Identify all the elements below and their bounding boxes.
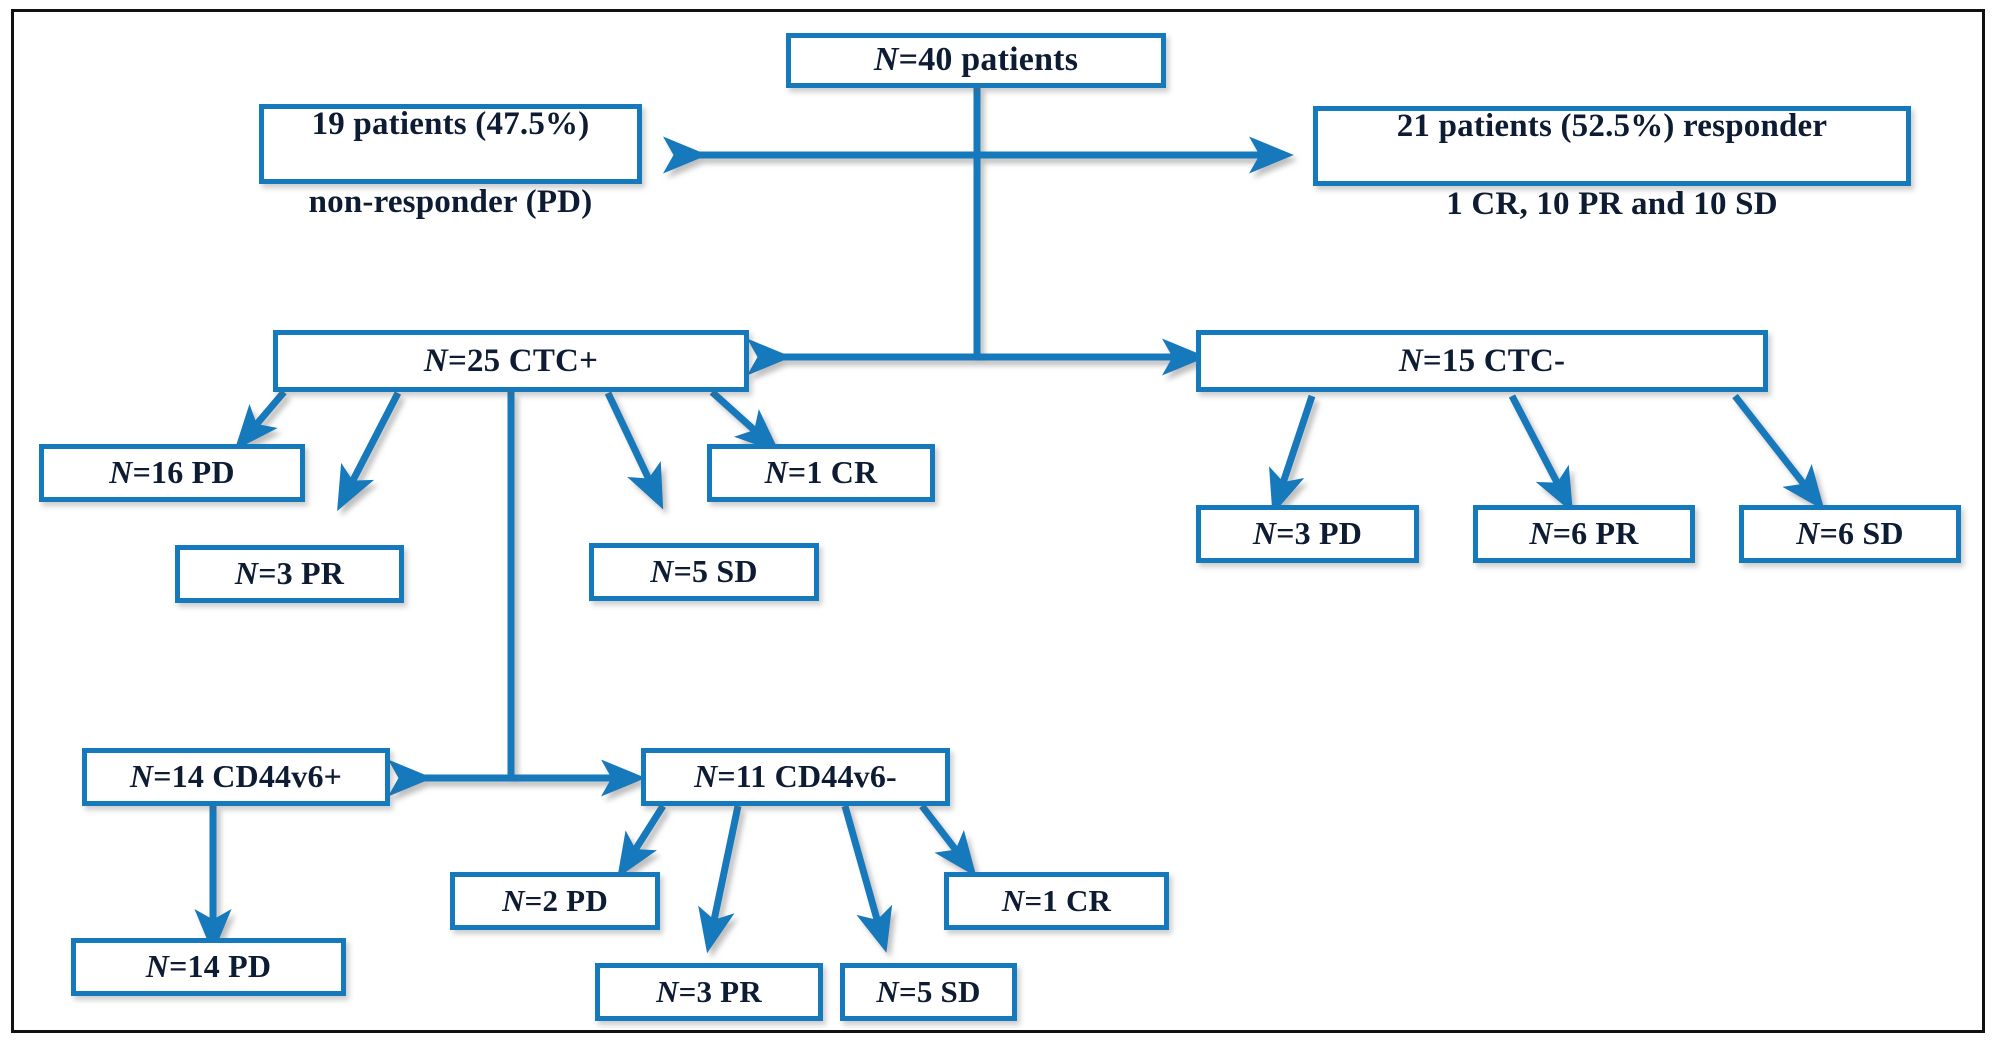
node-label: N=15 CTC- [1398, 342, 1566, 379]
italic-n: N [1398, 342, 1423, 379]
node-ctcneg-sd[interactable]: N=6 SD [1739, 505, 1961, 563]
node-ctcneg-pr[interactable]: N=6 PR [1473, 505, 1695, 563]
node-non-responder[interactable]: 19 patients (47.5%) non-responder (PD) [259, 104, 642, 220]
non-responder-line2: non-responder (PD) [308, 183, 593, 220]
node-label: 19 patients (47.5%) non-responder (PD) [309, 66, 593, 222]
node-ctc-positive[interactable]: N=25 CTC+ [273, 330, 749, 392]
italic-n: N [1529, 515, 1553, 552]
connector-ctcneg-sd [1732, 393, 1825, 511]
node-label: 21 patients (52.5%) responder 1 CR, 10 P… [1397, 68, 1828, 224]
node-ctcneg-pd[interactable]: N=3 PD [1196, 505, 1419, 563]
italic-n: N [764, 454, 788, 491]
node-cd44v6neg-sd[interactable]: N=5 SD [840, 963, 1017, 1021]
node-label: N=16 PD [109, 454, 235, 491]
node-label: N=14 CD44v6+ [129, 758, 343, 795]
connector-ctcpos-pr [337, 391, 402, 512]
node-ctcpos-cr[interactable]: N=1 CR [707, 444, 935, 502]
node-label: N=6 PR [1529, 515, 1639, 552]
connector-cd44v6neg-pr [698, 805, 742, 954]
node-label: N=3 PR [234, 555, 345, 592]
node-label: N=3 PD [1252, 515, 1363, 552]
node-cd44v6neg-pr[interactable]: N=3 PR [595, 963, 823, 1021]
node-label: N=5 SD [876, 973, 981, 1009]
connector-ctcneg-pr [1508, 394, 1573, 514]
connector-cd44v6neg-cr [919, 803, 977, 877]
italic-n: N [694, 758, 718, 795]
italic-n: N [873, 41, 899, 79]
node-n40-patients[interactable]: N=40 patients [786, 33, 1166, 88]
italic-n: N [502, 882, 525, 918]
italic-n: N [1796, 515, 1820, 552]
node-ctcpos-pd[interactable]: N=16 PD [39, 444, 305, 502]
node-cd44v6-negative[interactable]: N=11 CD44v6- [641, 748, 950, 806]
italic-n: N [145, 948, 170, 985]
node-label: N=2 PD [502, 882, 608, 918]
italic-n: N [650, 553, 674, 590]
responder-line1: 21 patients (52.5%) responder [1396, 108, 1828, 145]
italic-n: N [129, 758, 154, 795]
node-cd44v6-positive[interactable]: N=14 CD44v6+ [82, 748, 390, 806]
connector-ctcpos-sd [604, 391, 664, 510]
non-responder-line1: 19 patients (47.5%) [311, 106, 590, 143]
node-ctcpos-pr[interactable]: N=3 PR [175, 545, 404, 603]
italic-n: N [423, 342, 448, 379]
connector-ctcpos-pd [234, 389, 287, 451]
node-responder[interactable]: 21 patients (52.5%) responder 1 CR, 10 P… [1313, 106, 1911, 222]
responder-line2: 1 CR, 10 PR and 10 SD [1446, 185, 1778, 222]
italic-n: N [109, 454, 133, 491]
node-label: N=5 SD [650, 553, 758, 590]
node-cd44v6pos-pd[interactable]: N=14 PD [71, 938, 346, 996]
node-cd44v6neg-cr[interactable]: N=1 CR [944, 872, 1169, 930]
italic-n: N [656, 973, 679, 1009]
connector-cd44v6neg-pd [617, 804, 666, 879]
node-label: N=1 CR [1001, 882, 1112, 918]
connector-ctcpos-cr [709, 389, 780, 453]
node-label: N=25 CTC+ [423, 342, 599, 379]
node-label: N=14 PD [145, 948, 272, 985]
node-label: N=6 SD [1796, 515, 1904, 552]
italic-n: N [876, 973, 900, 1009]
italic-n: N [234, 555, 259, 592]
node-label: N=40 patients [873, 41, 1079, 79]
node-ctc-negative[interactable]: N=15 CTC- [1196, 330, 1768, 392]
connector-ctcneg-pd [1269, 394, 1316, 515]
node-label: N=3 PR [656, 973, 762, 1009]
italic-n: N [1001, 882, 1025, 918]
node-label: N=1 CR [764, 454, 878, 491]
connector-cd44v6neg-sd [841, 805, 893, 953]
node-label: N=11 CD44v6- [694, 758, 897, 795]
node-ctcpos-sd[interactable]: N=5 SD [589, 543, 819, 601]
node-cd44v6neg-pd[interactable]: N=2 PD [450, 872, 660, 930]
italic-n: N [1252, 515, 1277, 552]
